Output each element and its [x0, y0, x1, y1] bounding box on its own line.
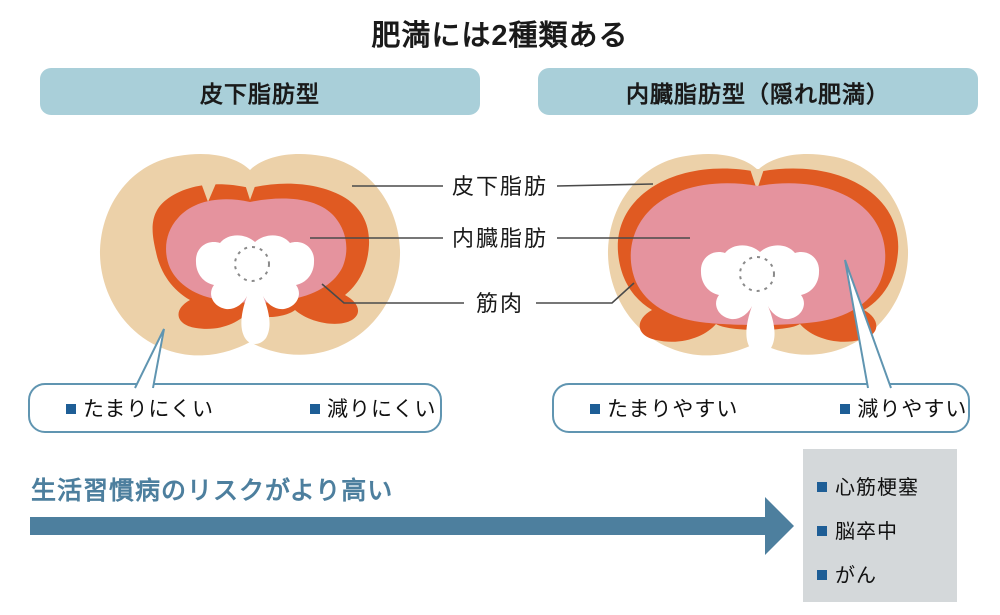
disease-item: 心筋梗塞 [817, 471, 957, 500]
right-arrow-icon [30, 497, 794, 555]
callout-item: 減りにくい [309, 393, 437, 423]
callout-item: たまりやすい [590, 393, 738, 423]
disease-item: がん [817, 559, 957, 588]
disease-label: 脳卒中 [835, 521, 898, 543]
right-subcutaneous-fat-layer [607, 153, 909, 356]
right-spinal-cord-dashed-circle [739, 256, 775, 292]
square-bullet-icon [66, 404, 76, 414]
trait-label: 減りやすい [857, 398, 968, 421]
left-muscle-layer [152, 183, 370, 329]
page-title: 肥満には2種類ある [371, 20, 629, 52]
square-bullet-icon [309, 404, 320, 414]
cross-section-diagram: 皮下脂肪 内臓脂肪 筋肉 [99, 153, 909, 389]
right-muscle-layer [617, 168, 899, 342]
callout-visceral-traits: たまりやすい 減りやすい [552, 383, 970, 433]
callout-item: 減りやすい [840, 393, 967, 423]
left-callout-tail [134, 328, 165, 389]
left-spinal-cord-dashed-circle [234, 246, 270, 282]
risk-arrow [30, 497, 794, 555]
square-bullet-icon [817, 569, 827, 580]
leader-line [556, 183, 654, 187]
header-visceral-type: 内臓脂肪型（隠れ肥満） [538, 68, 978, 115]
label-muscle: 筋肉 [476, 291, 524, 316]
right-cross-section [607, 153, 909, 356]
trait-label: たまりにくい [83, 398, 214, 421]
trait-label: たまりやすい [607, 398, 739, 421]
anatomy-labels: 皮下脂肪 内臓脂肪 筋肉 [310, 174, 690, 316]
right-callout-tail [844, 259, 892, 389]
header-visceral-type-label: 内臓脂肪型（隠れ肥満） [626, 80, 890, 107]
leader-line [321, 283, 464, 304]
right-vertebra [700, 245, 820, 354]
right-visceral-fat-area [630, 183, 886, 325]
square-bullet-icon [840, 404, 851, 414]
left-muscle-gap [243, 178, 258, 200]
header-subcutaneous-type: 皮下脂肪型 [40, 68, 480, 115]
leader-line [536, 282, 635, 304]
square-bullet-icon [817, 525, 827, 536]
risk-headline: 生活習慣病のリスクがより高い [31, 477, 394, 505]
label-subcutaneous-fat: 皮下脂肪 [452, 174, 548, 199]
left-muscle-gap [200, 180, 217, 202]
disease-list-box: 心筋梗塞 脳卒中 がん [803, 449, 957, 602]
callout-subcutaneous-traits: たまりにくい 減りにくい [28, 383, 442, 433]
right-muscle-gap [750, 169, 764, 190]
disease-label: がん [835, 565, 877, 587]
square-bullet-icon [817, 481, 827, 492]
left-cross-section [99, 153, 401, 356]
disease-item: 脳卒中 [817, 515, 957, 544]
callout-item: たまりにくい [66, 393, 214, 423]
square-bullet-icon [590, 404, 600, 414]
label-visceral-fat: 内臓脂肪 [452, 226, 548, 251]
left-subcutaneous-fat-layer [99, 153, 401, 356]
left-visceral-fat-area [166, 198, 347, 303]
disease-label: 心筋梗塞 [835, 477, 919, 499]
left-vertebra [195, 235, 315, 344]
trait-label: 減りにくい [326, 398, 437, 421]
header-subcutaneous-type-label: 皮下脂肪型 [200, 80, 320, 107]
